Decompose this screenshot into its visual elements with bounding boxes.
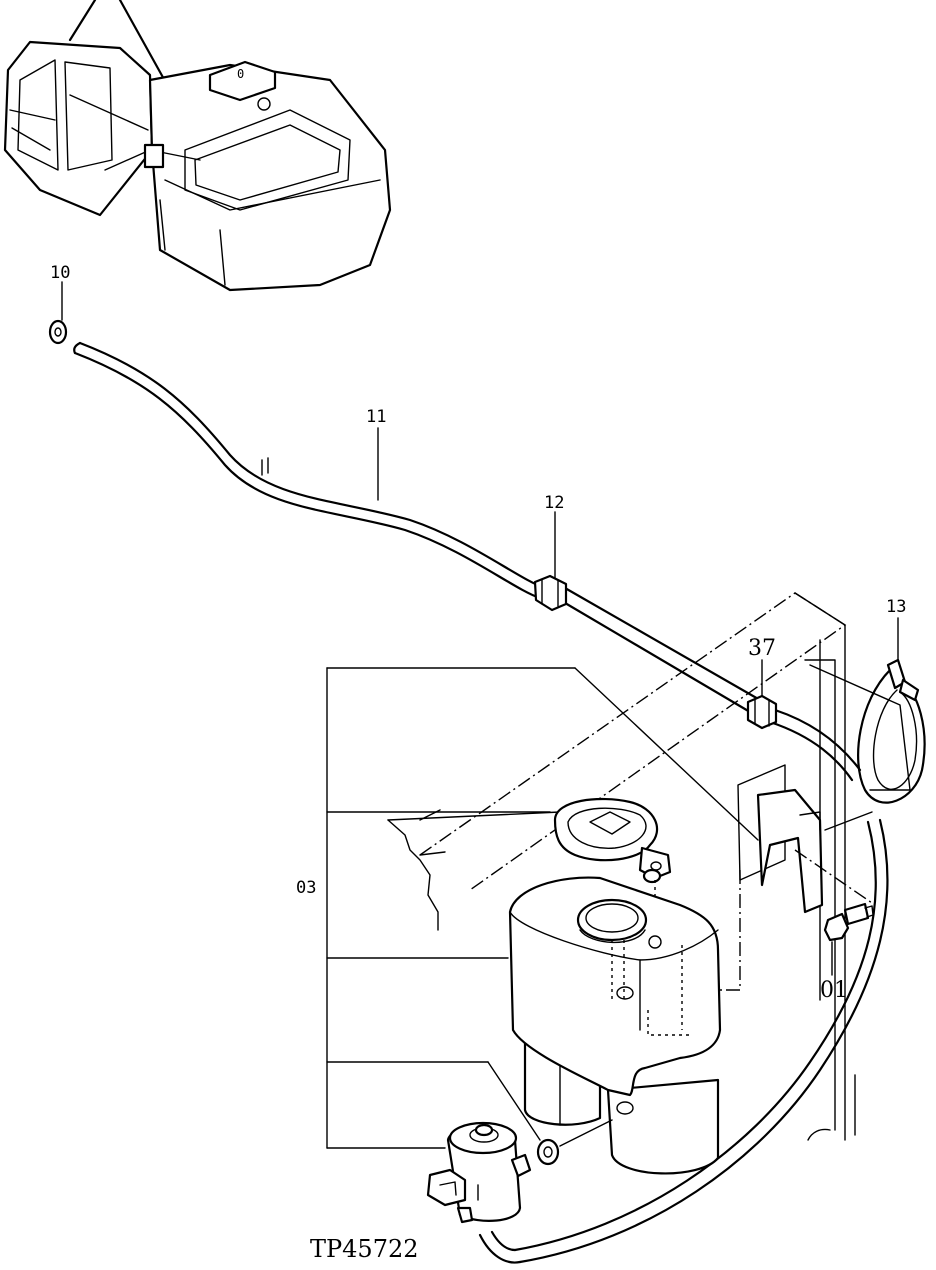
grommet-part-12: [533, 574, 568, 612]
callout-01: 01: [820, 978, 848, 1003]
leader-lines: [61, 281, 899, 976]
frame-panel: [387, 592, 911, 1141]
excavator-overview: 0: [3, 0, 392, 292]
washer-hose: [73, 341, 889, 1264]
callout-13: 13: [886, 597, 906, 617]
callout-37: 37: [748, 636, 776, 661]
pump-seal-ring: [536, 1119, 613, 1166]
assembly-bracket-03: [326, 667, 759, 1149]
callout-10: 10: [50, 263, 70, 283]
tank-cap: [553, 797, 672, 880]
washer-tank: [508, 876, 722, 1175]
callout-11: 11: [366, 407, 386, 427]
callout-12: 12: [544, 493, 564, 513]
washer-part-10: [48, 319, 68, 345]
washer-pump: [426, 1121, 532, 1224]
tank-bracket: [720, 764, 876, 991]
callout-03: 03: [296, 878, 316, 898]
bolt-part-01: [823, 902, 874, 942]
figure-code: TP45722: [310, 1235, 419, 1263]
hose-clamp-part-13: [824, 658, 926, 831]
svg-text:0: 0: [237, 67, 244, 81]
grommet-part-37: [746, 694, 778, 730]
cap-fitting: [642, 868, 662, 935]
